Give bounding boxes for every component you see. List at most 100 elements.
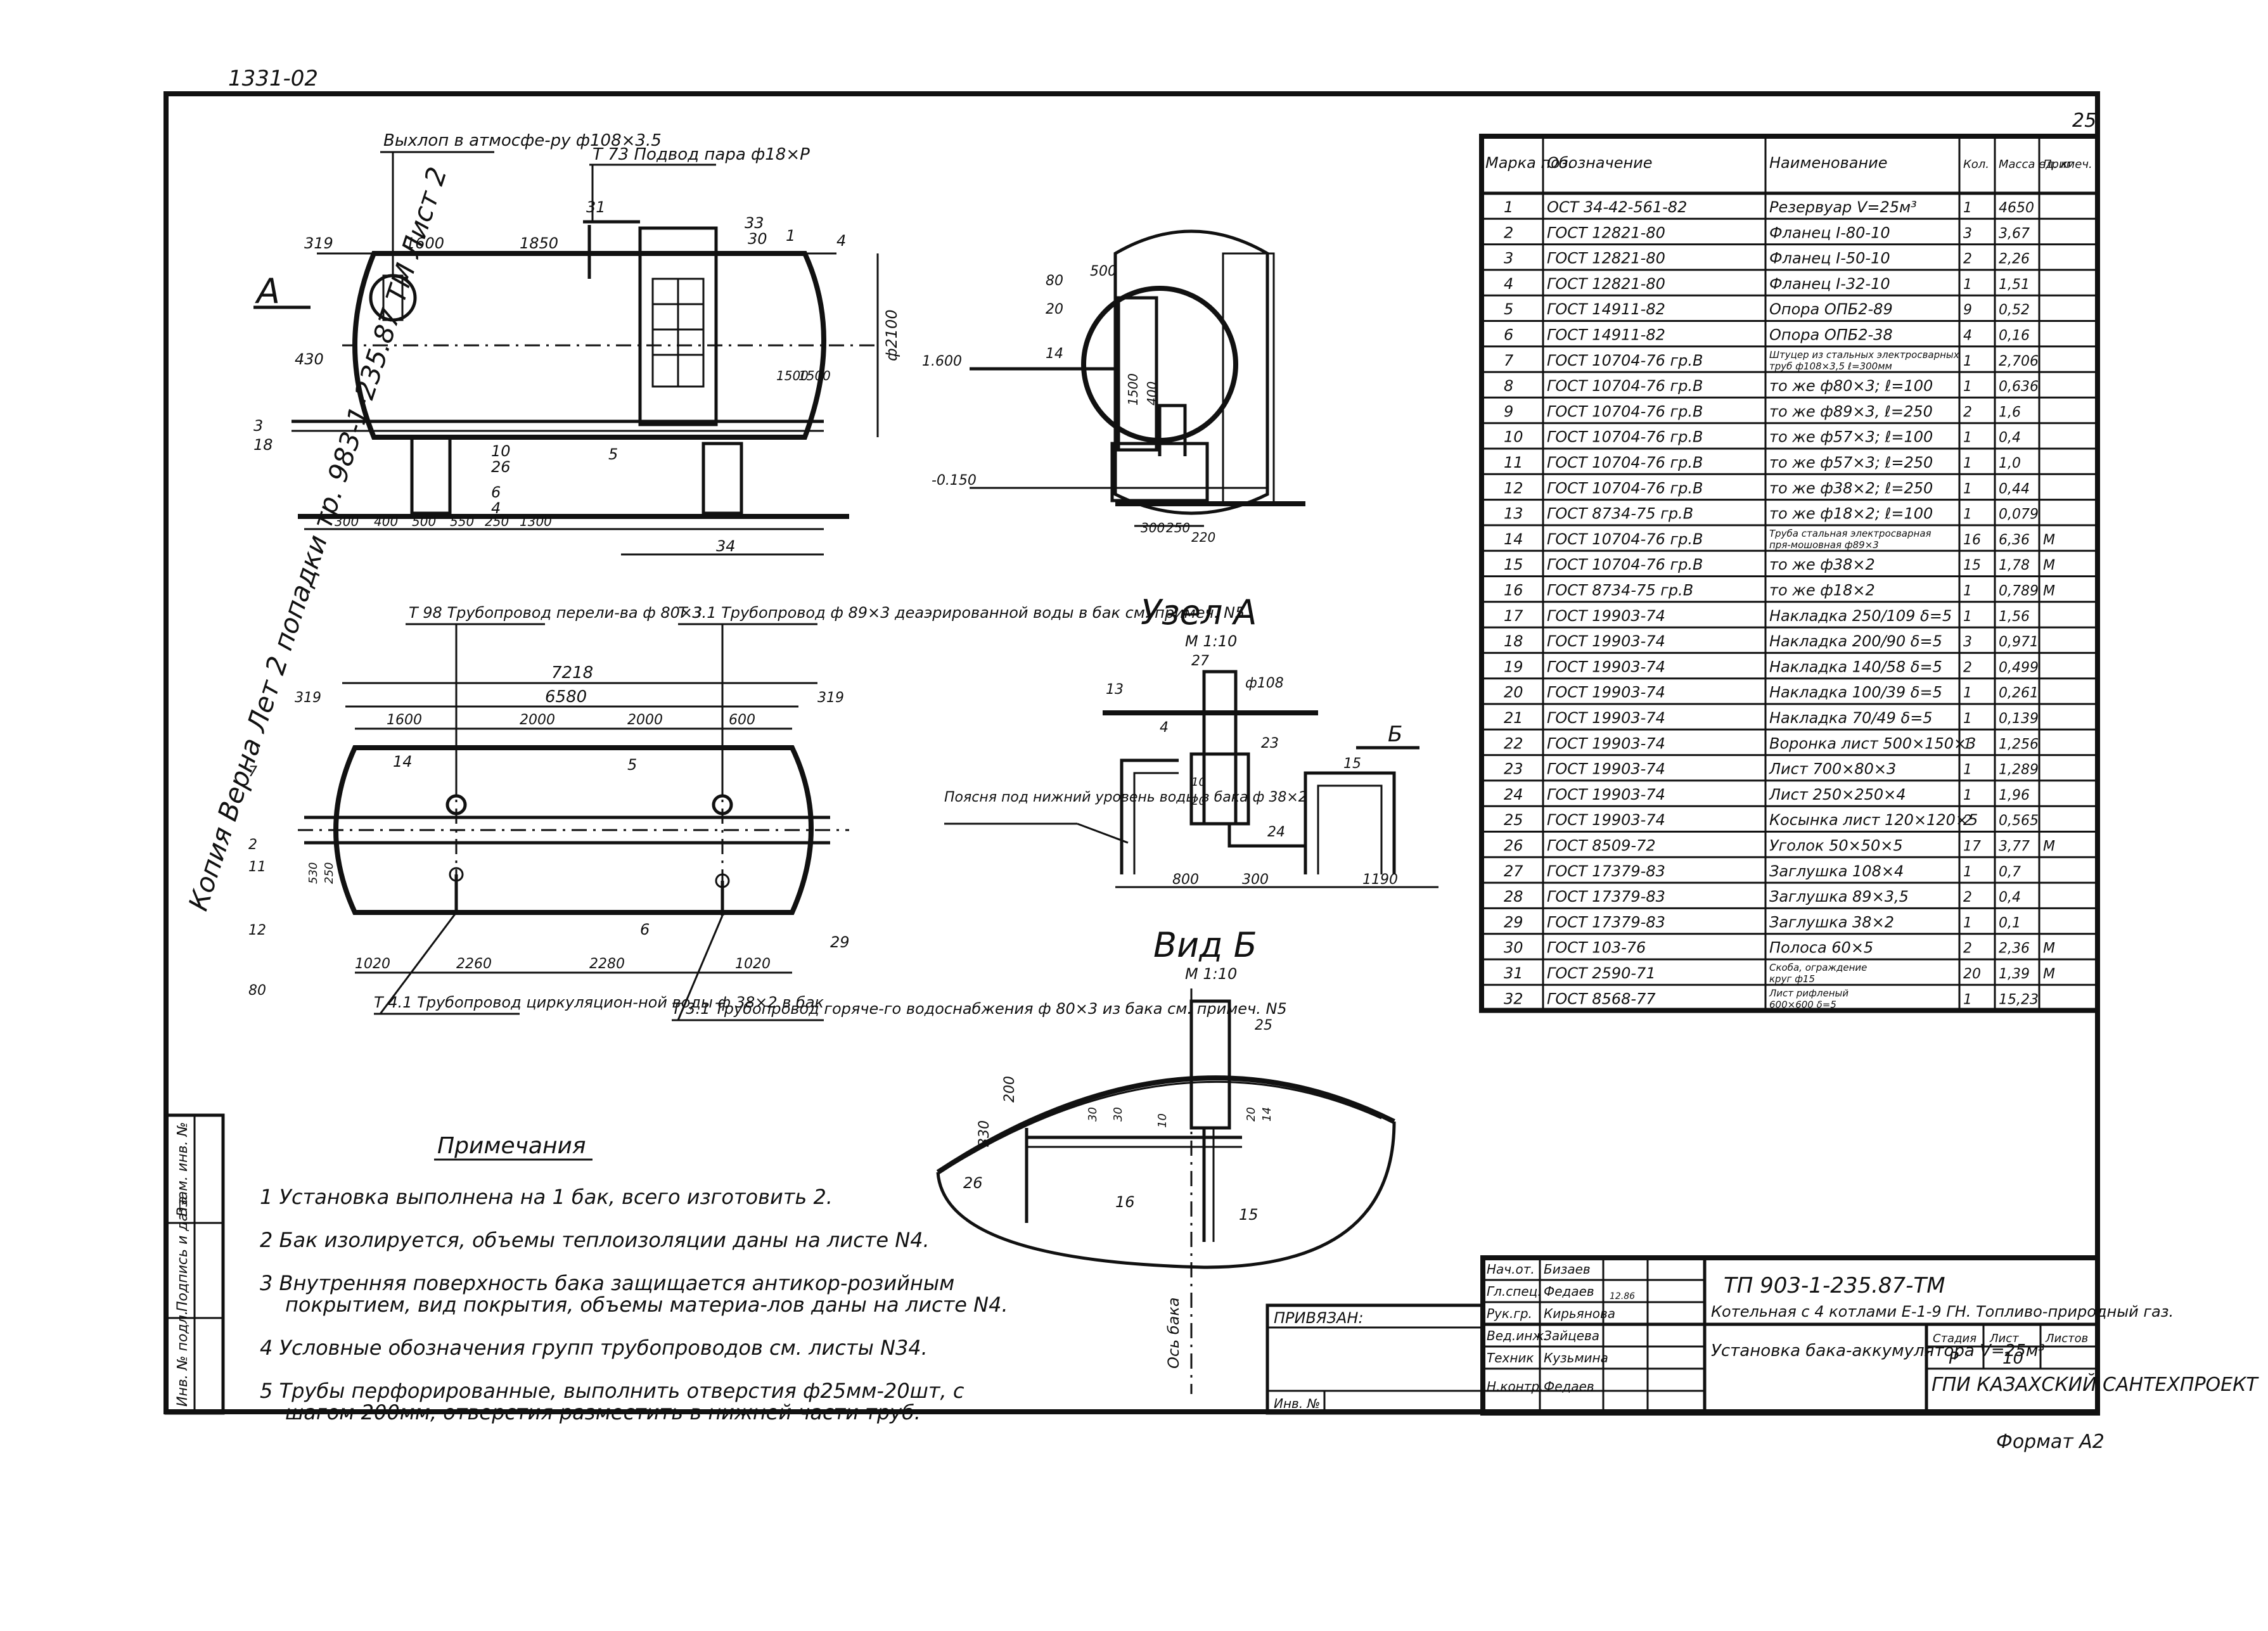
svg-text:Взам. инв. №: Взам. инв. № [175, 1122, 191, 1217]
table-cell: ГОСТ 2590-71 [1547, 964, 1656, 982]
svg-text:1190: 1190 [1362, 872, 1398, 888]
section-letter-a: А [255, 271, 280, 311]
svg-text:27: 27 [1191, 653, 1209, 669]
note-item: 1 Установка выполнена на 1 бак, всего из… [260, 1185, 833, 1209]
svg-text:430: 430 [295, 350, 324, 368]
table-cell: М [2043, 966, 2055, 982]
plan-view: 7218 6580 319 319 1600 2000 2000 600 102… [248, 604, 1287, 1021]
table-cell: ГОСТ 14911-82 [1547, 300, 1665, 318]
table-cell: ГОСТ 19903-74 [1547, 607, 1665, 625]
table-cell: 1 [1963, 277, 1972, 293]
svg-text:ф2100: ф2100 [883, 309, 900, 361]
svg-text:Подпись и дата: Подпись и дата [175, 1196, 191, 1312]
svg-text:34: 34 [716, 537, 736, 555]
table-cell: 2 [1963, 941, 1972, 957]
sheet-code-top-right: 25 [2072, 110, 2096, 132]
svg-text:10: 10 [2002, 1349, 2023, 1368]
svg-text:30: 30 [748, 230, 767, 248]
table-cell: ГОСТ 10704-76 гр.В [1547, 402, 1703, 420]
bound-label: ПРИВЯЗАН: [1274, 1309, 1364, 1327]
svg-text:1020: 1020 [735, 956, 771, 972]
svg-text:М 1:10: М 1:10 [1185, 632, 1237, 650]
svg-text:23: 23 [1261, 736, 1279, 752]
svg-text:2000: 2000 [627, 712, 663, 728]
svg-text:-0.150: -0.150 [932, 473, 977, 489]
table-cell: 2,36 [1999, 941, 2030, 957]
table-cell: Лист 250×250×4 [1769, 786, 1906, 803]
table-cell: 1 [1963, 762, 1972, 778]
project-name: Котельная с 4 котлами Е-1-9 ГН. Топливо-… [1711, 1303, 2174, 1321]
table-cell: 2 [1963, 252, 1972, 267]
table-cell: ГОСТ 10704-76 гр.В [1547, 556, 1703, 573]
table-cell: ГОСТ 8509-72 [1547, 837, 1656, 855]
svg-text:4: 4 [836, 232, 846, 250]
signer-name: Федаев [1544, 1284, 1594, 1299]
svg-text:80: 80 [248, 983, 266, 999]
table-cell: 1 [1963, 788, 1972, 803]
table-cell: Фланец I-80-10 [1769, 224, 1890, 241]
drawing-code: ТП 903-1-235.87-ТМ [1724, 1273, 1945, 1298]
table-cell: ГОСТ 10704-76 гр.В [1547, 454, 1703, 471]
table-cell: 0,16 [1999, 328, 2030, 344]
table-cell: 1,0 [1999, 456, 2021, 471]
table-cell: 31 [1504, 964, 1523, 982]
axis-label: Ось бака [1165, 1297, 1182, 1369]
svg-text:6: 6 [640, 921, 650, 938]
svg-text:30: 30 [1086, 1107, 1099, 1122]
table-cell: ГОСТ 12821-80 [1547, 224, 1665, 241]
table-cell: ГОСТ 12821-80 [1547, 275, 1665, 293]
svg-text:15: 15 [1239, 1206, 1259, 1224]
notes: Примечания 1 Установка выполнена на 1 ба… [260, 1133, 1008, 1424]
svg-text:300: 300 [335, 514, 359, 529]
signer-name: Федаев [1544, 1379, 1594, 1394]
table-cell: 11 [1504, 454, 1523, 471]
margin-note: Копия Верна Лет 2 попадки тр. 983-1-235.… [183, 163, 453, 914]
table-cell: М [2043, 558, 2055, 573]
table-cell: 1,39 [1999, 966, 2030, 982]
table-cell: ГОСТ 14911-82 [1547, 326, 1665, 344]
callout-t98: Т 98 Трубопровод перели-ва ф 80×3 [409, 604, 702, 622]
svg-text:1600: 1600 [387, 712, 422, 728]
table-cell: 1 [1963, 992, 1972, 1007]
table-header: Примеч. [2043, 158, 2092, 171]
table-cell: ГОСТ 10704-76 гр.В [1547, 352, 1703, 369]
table-cell: ГОСТ 8568-77 [1547, 990, 1656, 1007]
table-cell: 0,139 [1999, 711, 2039, 727]
svg-text:4: 4 [1160, 720, 1169, 736]
svg-text:14: 14 [1046, 346, 1063, 362]
table-header: Наименование [1769, 154, 1888, 172]
svg-text:Лист: Лист [1989, 1332, 2019, 1345]
table-cell: 30 [1504, 939, 1523, 957]
svg-text:30: 30 [1112, 1107, 1125, 1122]
table-cell: 2 [1963, 813, 1972, 829]
table-cell: 0,499 [1999, 660, 2039, 675]
table-cell: 2,706 [1999, 354, 2039, 369]
table-header: Кол. [1963, 158, 1989, 171]
table-cell: ГОСТ 19903-74 [1547, 709, 1665, 727]
table-cell: Фланец I-50-10 [1769, 250, 1890, 267]
table-cell: то же ф18×2; ℓ=100 [1769, 505, 1933, 523]
svg-text:3: 3 [253, 417, 263, 435]
table-cell: то же ф57×3; ℓ=250 [1769, 454, 1933, 471]
view-b-detail: Вид Б М 1:10 Ось бака 25 330 200 26 16 1… [936, 925, 1396, 1394]
svg-text:7218: 7218 [551, 663, 593, 682]
svg-text:6: 6 [491, 483, 501, 501]
table-cell: 10 [1504, 428, 1523, 446]
table-cell: 15 [1504, 556, 1523, 573]
table-cell: 1 [1504, 198, 1513, 216]
table-cell: Опора ОПБ2-89 [1769, 300, 1893, 318]
node-a-detail: Узел А М 1:10 800 300 1190 27 13 ф108 4 … [944, 592, 1438, 888]
svg-text:2: 2 [248, 837, 257, 853]
table-cell: 2 [1963, 404, 1972, 420]
table-cell: 1 [1963, 456, 1972, 471]
svg-text:200: 200 [1002, 1076, 1018, 1103]
table-cell: 1 [1963, 609, 1972, 625]
svg-text:10: 10 [1191, 776, 1206, 789]
table-cell: то же ф89×3, ℓ=250 [1769, 402, 1933, 420]
table-cell: 20 [1504, 684, 1523, 701]
table-cell: Накладка 100/39 δ=5 [1769, 684, 1942, 701]
svg-text:800: 800 [1172, 872, 1199, 888]
